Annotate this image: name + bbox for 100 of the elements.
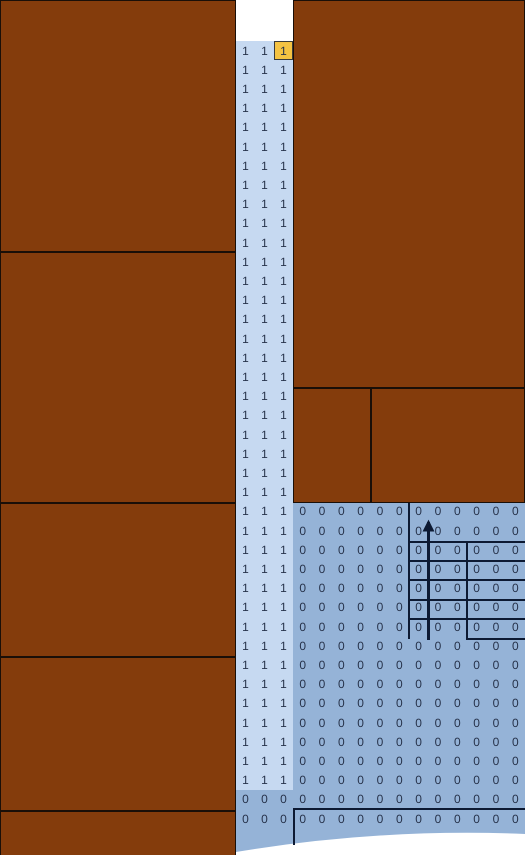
- number-digit: 0: [510, 599, 520, 616]
- number-digit: 1: [279, 503, 288, 520]
- number-digit: 0: [452, 734, 462, 751]
- number-digit: 0: [510, 560, 520, 578]
- number-digit: 0: [472, 810, 481, 828]
- filled-block: [371, 388, 525, 503]
- filled-block: [0, 811, 236, 855]
- number-digit: 0: [452, 791, 462, 808]
- number-digit: 0: [376, 676, 384, 694]
- number-digit: 1: [260, 484, 269, 502]
- number-digit: 1: [279, 580, 288, 598]
- number-digit: 1: [279, 254, 288, 271]
- number-digit: 0: [452, 810, 462, 828]
- number-digit: 1: [241, 464, 250, 482]
- number-digit: 1: [241, 580, 250, 598]
- number-digit: 0: [434, 676, 442, 694]
- number-digit: 0: [394, 522, 404, 540]
- number-digit: 0: [492, 580, 500, 598]
- number-digit: 0: [241, 810, 250, 828]
- number-digit: 0: [492, 714, 500, 732]
- number-digit: 0: [414, 656, 423, 674]
- number-digit: 0: [492, 676, 500, 694]
- number-digit: 0: [336, 734, 346, 751]
- number-digit: 1: [241, 503, 250, 520]
- number-digit: 1: [241, 350, 250, 367]
- number-digit: 1: [279, 560, 288, 578]
- number-digit: 0: [376, 791, 384, 808]
- number-digit: 0: [452, 560, 462, 578]
- number-digit: 1: [241, 407, 250, 424]
- number-digit: 0: [394, 734, 404, 751]
- number-digit: 0: [260, 791, 269, 808]
- number-digit: 0: [298, 599, 307, 616]
- number-digit: 0: [318, 695, 326, 712]
- number-digit: 0: [336, 714, 346, 732]
- number-digit: 0: [376, 618, 384, 636]
- number-digit: 0: [452, 503, 462, 520]
- number-digit: 1: [260, 407, 269, 424]
- number-digit: 0: [260, 810, 269, 828]
- number-digit: 1: [241, 176, 250, 194]
- number-digit: 0: [472, 503, 481, 520]
- number-digit: 0: [298, 542, 307, 559]
- number-digit: 1: [279, 464, 288, 482]
- number-digit: 0: [510, 772, 520, 790]
- number-digit: 0: [279, 791, 288, 808]
- number-digit: 0: [414, 752, 423, 770]
- number-digit: 0: [452, 752, 462, 770]
- number-digit: 0: [356, 752, 365, 770]
- number-digit: 0: [318, 791, 326, 808]
- number-digit: 0: [414, 791, 423, 808]
- number-digit: 1: [279, 330, 288, 348]
- number-digit: 0: [376, 503, 384, 520]
- number-digit: 0: [394, 695, 404, 712]
- number-digit: 0: [298, 560, 307, 578]
- number-digit: 0: [510, 618, 520, 636]
- number-digit: 1: [241, 80, 250, 98]
- number-digit: 0: [394, 676, 404, 694]
- number-digit: 0: [452, 522, 462, 540]
- number-digit: 1: [279, 158, 288, 175]
- number-digit: 1: [279, 522, 288, 540]
- number-digit: 0: [298, 503, 307, 520]
- number-digit: 1: [260, 62, 269, 79]
- number-digit: 0: [376, 734, 384, 751]
- number-digit: 0: [472, 560, 481, 578]
- number-digit: 1: [260, 772, 269, 790]
- number-digit: 0: [492, 810, 500, 828]
- number-digit: 1: [260, 560, 269, 578]
- number-digit: 0: [298, 752, 307, 770]
- number-digit: 1: [279, 484, 288, 502]
- number-digit: 1: [279, 292, 288, 310]
- number-digit: 0: [510, 542, 520, 559]
- number-digit: 1: [241, 599, 250, 616]
- number-digit: 0: [492, 618, 500, 636]
- number-digit: 0: [336, 618, 346, 636]
- number-digit: 0: [492, 638, 500, 655]
- number-digit: 0: [434, 618, 442, 636]
- number-digit: 0: [336, 752, 346, 770]
- number-digit: 1: [260, 100, 269, 118]
- number-digit: 0: [336, 599, 346, 616]
- number-digit: 0: [298, 734, 307, 751]
- number-digit: 1: [241, 388, 250, 406]
- number-digit: 1: [260, 119, 269, 136]
- number-digit: 0: [510, 714, 520, 732]
- filled-block: [293, 388, 371, 503]
- number-digit: 1: [241, 254, 250, 271]
- number-digit: 0: [356, 522, 365, 540]
- number-digit: 0: [510, 810, 520, 828]
- number-digit: 1: [260, 176, 269, 194]
- number-digit: 0: [472, 676, 481, 694]
- number-digit: 0: [376, 695, 384, 712]
- number-digit: 0: [336, 542, 346, 559]
- number-digit: 0: [414, 618, 423, 636]
- number-digit: 0: [414, 772, 423, 790]
- number-digit: 0: [434, 791, 442, 808]
- number-digit: 0: [376, 638, 384, 655]
- number-digit: 1: [241, 695, 250, 712]
- number-digit: 1: [260, 464, 269, 482]
- number-digit: 0: [492, 752, 500, 770]
- number-digit: 1: [279, 714, 288, 732]
- number-digit: 0: [336, 810, 346, 828]
- number-digit: 0: [414, 522, 423, 540]
